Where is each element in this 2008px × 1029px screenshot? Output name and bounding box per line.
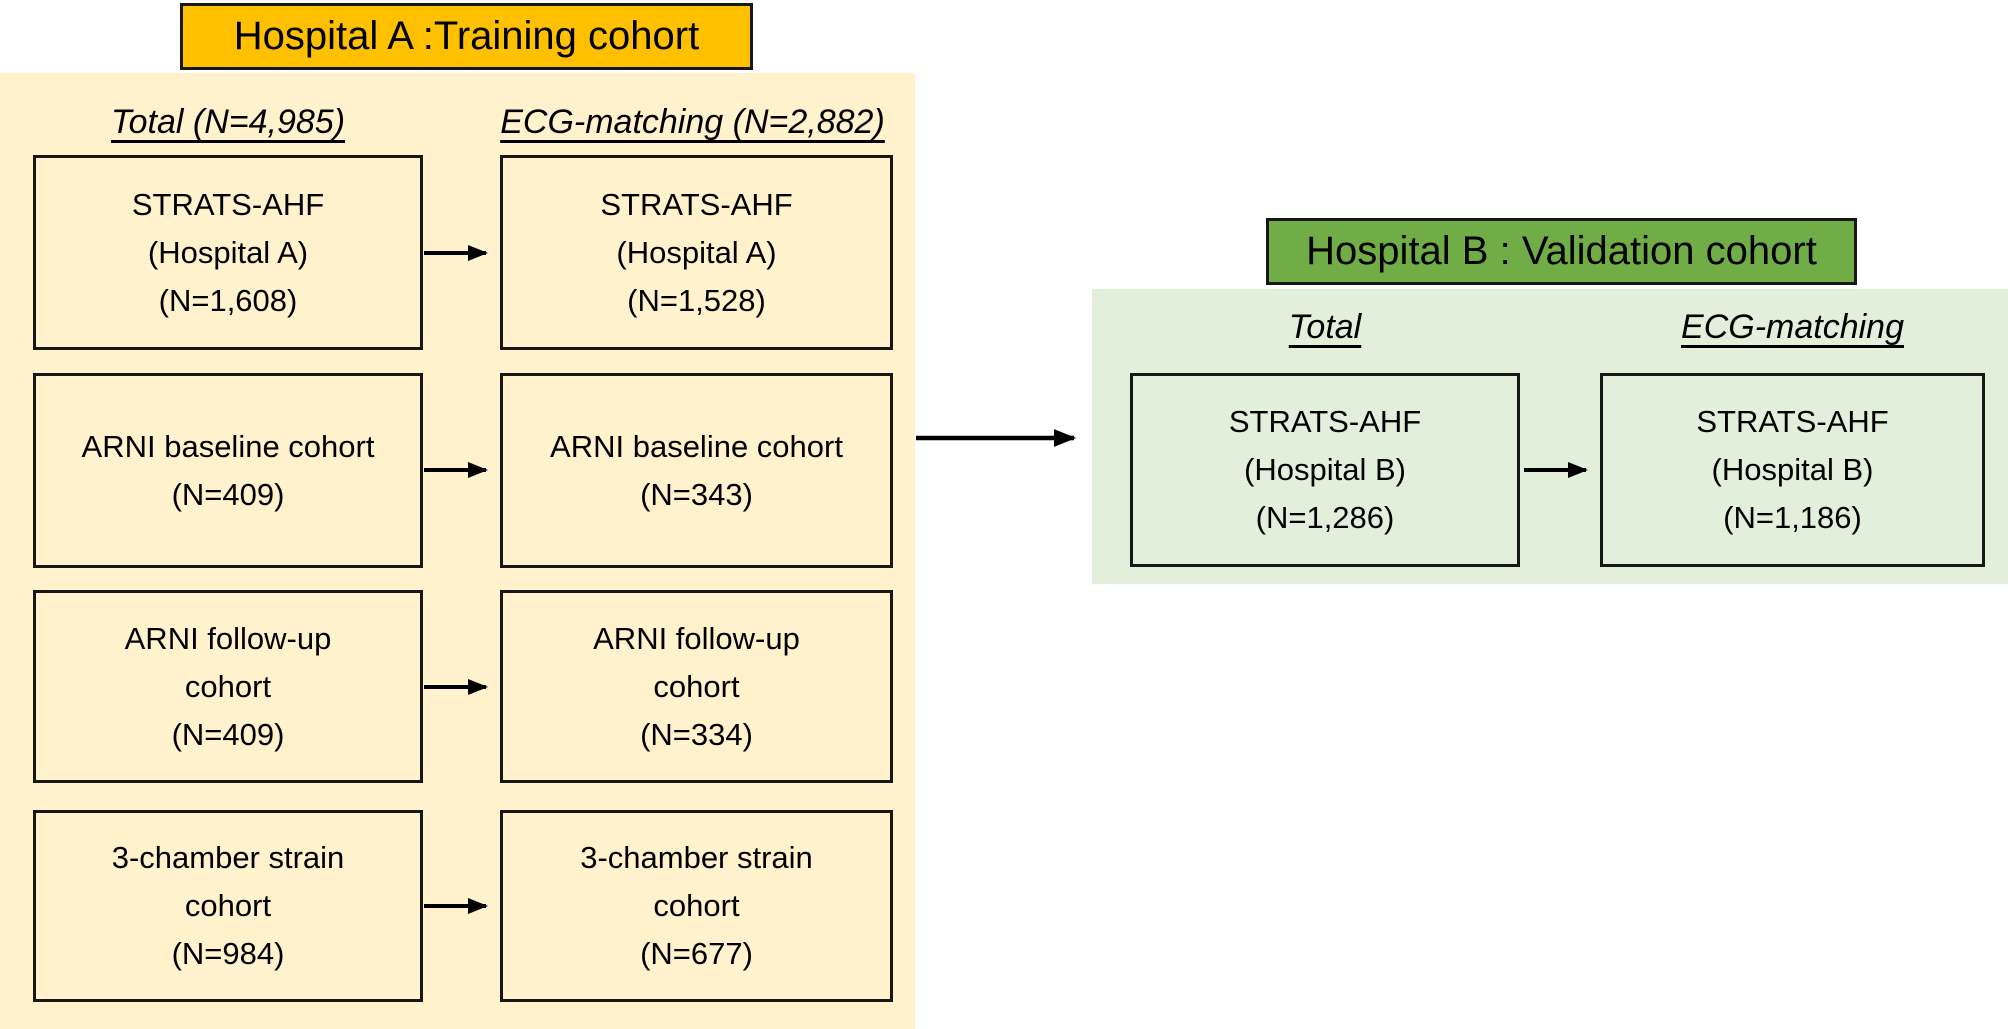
training-ecg-box-arni-baseline: ARNI baseline cohort (N=343) xyxy=(500,373,893,568)
validation-panel xyxy=(1092,289,2008,584)
validation-total-column-header: Total xyxy=(1288,308,1362,346)
training-total-box-arni-baseline: ARNI baseline cohort (N=409) xyxy=(33,373,423,568)
training-header: Hospital A :Training cohort xyxy=(180,3,753,70)
training-panel xyxy=(0,73,915,1029)
training-ecg-box-arni-followup: ARNI follow-up cohort (N=334) xyxy=(500,590,893,783)
validation-header: Hospital B : Validation cohort xyxy=(1266,218,1857,285)
training-total-box-3chamber-strain: 3-chamber strain cohort (N=984) xyxy=(33,810,423,1002)
training-total-column-header: Total (N=4,985) xyxy=(110,103,346,141)
validation-ecg-box-strats-ahf: STRATS-AHF (Hospital B) (N=1,186) xyxy=(1600,373,1985,567)
training-total-box-arni-followup: ARNI follow-up cohort (N=409) xyxy=(33,590,423,783)
training-ecg-box-strats-ahf: STRATS-AHF (Hospital A) (N=1,528) xyxy=(500,155,893,350)
training-ecg-box-3chamber-strain: 3-chamber strain cohort (N=677) xyxy=(500,810,893,1002)
validation-total-box-strats-ahf: STRATS-AHF (Hospital B) (N=1,286) xyxy=(1130,373,1520,567)
validation-ecg-column-header: ECG-matching xyxy=(1681,308,1904,346)
training-total-box-strats-ahf: STRATS-AHF (Hospital A) (N=1,608) xyxy=(33,155,423,350)
training-ecg-column-header: ECG-matching (N=2,882) xyxy=(500,103,885,141)
